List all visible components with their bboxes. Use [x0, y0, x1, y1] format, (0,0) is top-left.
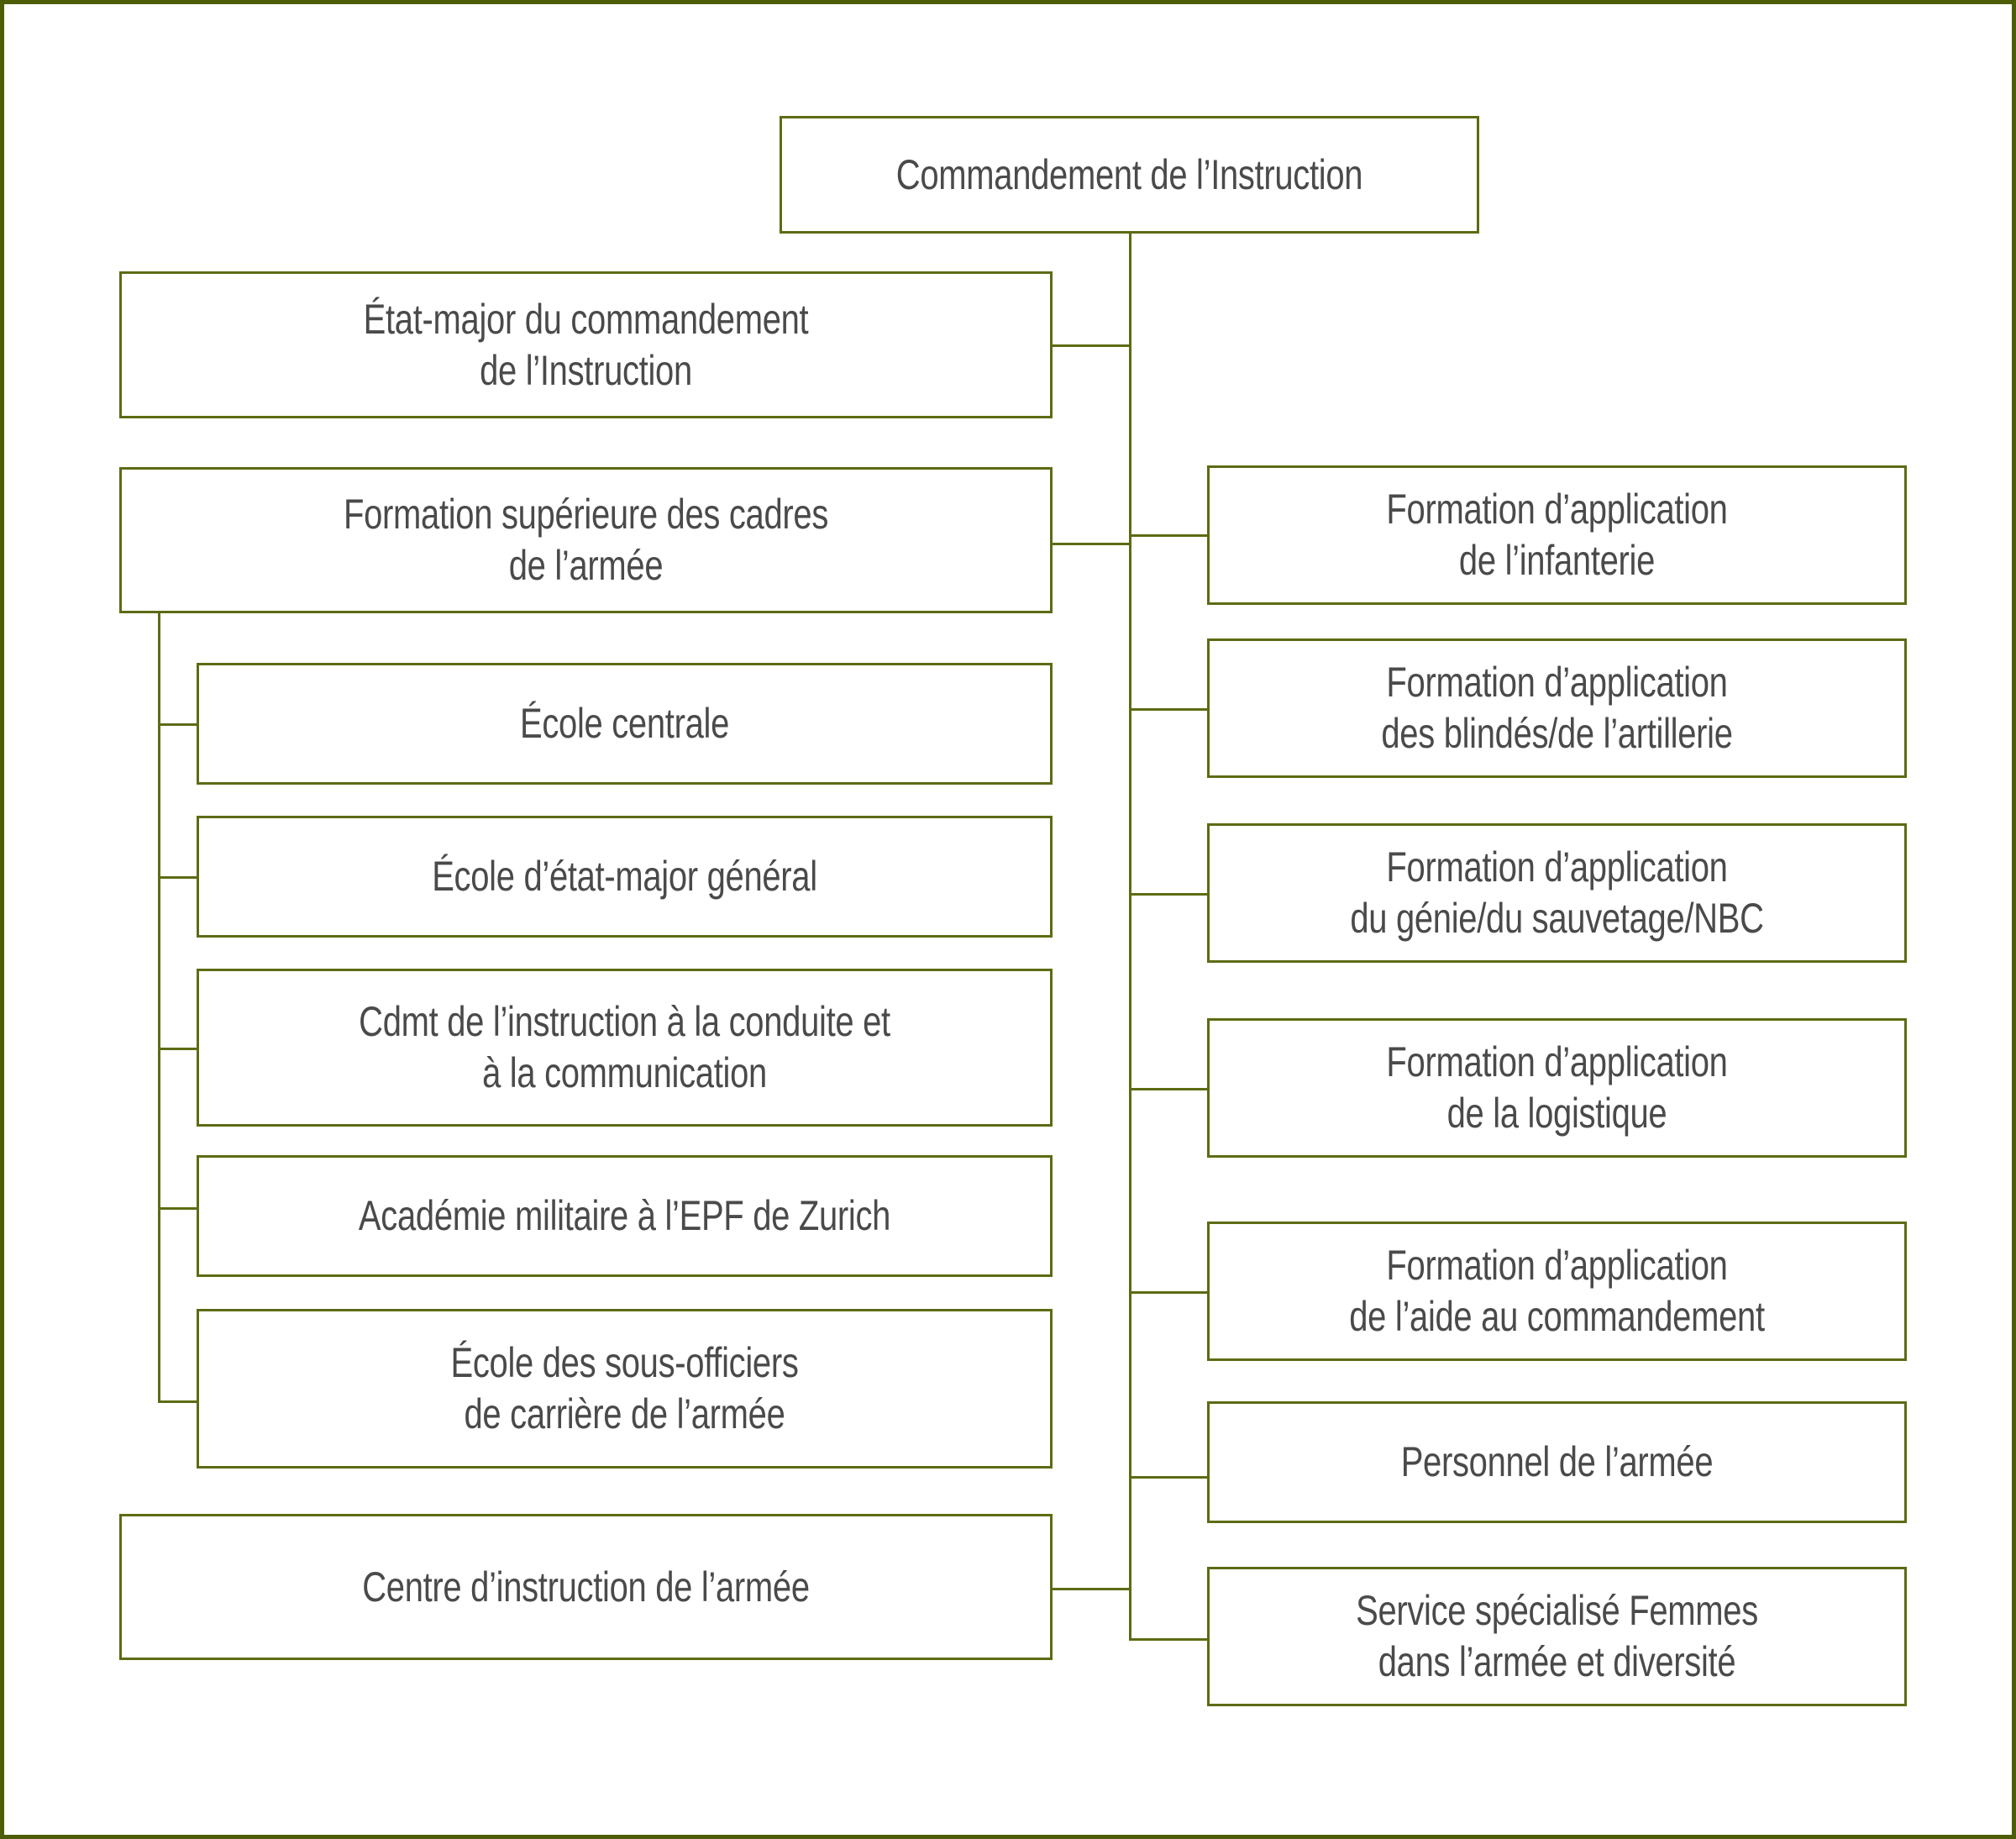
node-root[interactable]: Commandement de l’Instruction	[780, 116, 1479, 234]
connector-right-2	[1129, 708, 1210, 711]
node-right-infanterie[interactable]: Formation d’application de l’infanterie	[1207, 465, 1907, 605]
node-sub-cdmt-instruction-conduite[interactable]: Cdmt de l’instruction à la conduite et à…	[197, 969, 1053, 1127]
node-sub-ecole-sous-officiers[interactable]: École des sous-officiers de carrière de …	[197, 1309, 1053, 1469]
node-right-personnel-armee[interactable]: Personnel de l’armée	[1207, 1401, 1907, 1523]
node-label: Personnel de l’armée	[1400, 1438, 1714, 1485]
node-label: Formation d’application de la logistique	[1386, 1038, 1728, 1137]
node-right-genie-sauvetage-nbc[interactable]: Formation d’application du génie/du sauv…	[1207, 823, 1907, 963]
node-left-centre-instruction[interactable]: Centre d’instruction de l’armée	[119, 1514, 1053, 1660]
connector-sub-5	[158, 1400, 199, 1403]
node-root-label: Commandement de l’Instruction	[895, 150, 1363, 198]
node-label: État-major du commandement de l’Instruct…	[363, 295, 809, 394]
connector-sub-1	[158, 723, 199, 726]
node-right-service-femmes-diversite[interactable]: Service spécialisé Femmes dans l’armée e…	[1207, 1567, 1907, 1706]
node-label: Centre d’instruction de l’armée	[362, 1563, 810, 1610]
sub-branch-rail	[158, 611, 160, 1403]
node-label: Service spécialisé Femmes dans l’armée e…	[1356, 1587, 1758, 1685]
connector-left-3	[1053, 1588, 1131, 1590]
node-label: École centrale	[520, 700, 729, 747]
connector-sub-4	[158, 1207, 199, 1210]
connector-sub-2	[158, 876, 199, 879]
connector-right-1	[1129, 534, 1210, 537]
node-label: Formation d’application de l’infanterie	[1386, 486, 1728, 584]
connector-right-6	[1129, 1476, 1210, 1479]
node-sub-ecole-centrale[interactable]: École centrale	[197, 663, 1053, 785]
node-right-aide-au-commandement[interactable]: Formation d’application de l’aide au com…	[1207, 1222, 1907, 1361]
connector-right-7	[1129, 1638, 1210, 1641]
node-sub-ecole-etat-major-general[interactable]: École d’état-major général	[197, 816, 1053, 938]
node-sub-academie-militaire-epf[interactable]: Académie militaire à l’EPF de Zurich	[197, 1155, 1053, 1277]
node-label: Académie militaire à l’EPF de Zurich	[358, 1192, 891, 1239]
node-label: Cdmt de l’instruction à la conduite et à…	[359, 998, 890, 1096]
node-left-etat-major[interactable]: État-major du commandement de l’Instruct…	[119, 271, 1053, 418]
node-label: Formation d’application du génie/du sauv…	[1350, 843, 1764, 942]
connector-sub-3	[158, 1048, 199, 1050]
node-label: Formation d’application des blindés/de l…	[1381, 659, 1733, 757]
node-label: École des sous-officiers de carrière de …	[450, 1339, 799, 1437]
connector-right-3	[1129, 893, 1210, 896]
connector-left-1	[1053, 344, 1131, 347]
node-right-blindes-artillerie[interactable]: Formation d’application des blindés/de l…	[1207, 638, 1907, 778]
node-right-logistique[interactable]: Formation d’application de la logistique	[1207, 1018, 1907, 1158]
node-label: Formation d’application de l’aide au com…	[1349, 1242, 1765, 1340]
node-label: Formation supérieure des cadres de l’arm…	[343, 491, 829, 589]
connector-right-5	[1129, 1291, 1210, 1294]
connector-right-4	[1129, 1088, 1210, 1090]
connector-left-2	[1053, 543, 1131, 545]
node-label: École d’état-major général	[432, 853, 817, 900]
trunk-vertical-main	[1129, 234, 1131, 1638]
node-left-formation-superieure[interactable]: Formation supérieure des cadres de l’arm…	[119, 467, 1053, 613]
